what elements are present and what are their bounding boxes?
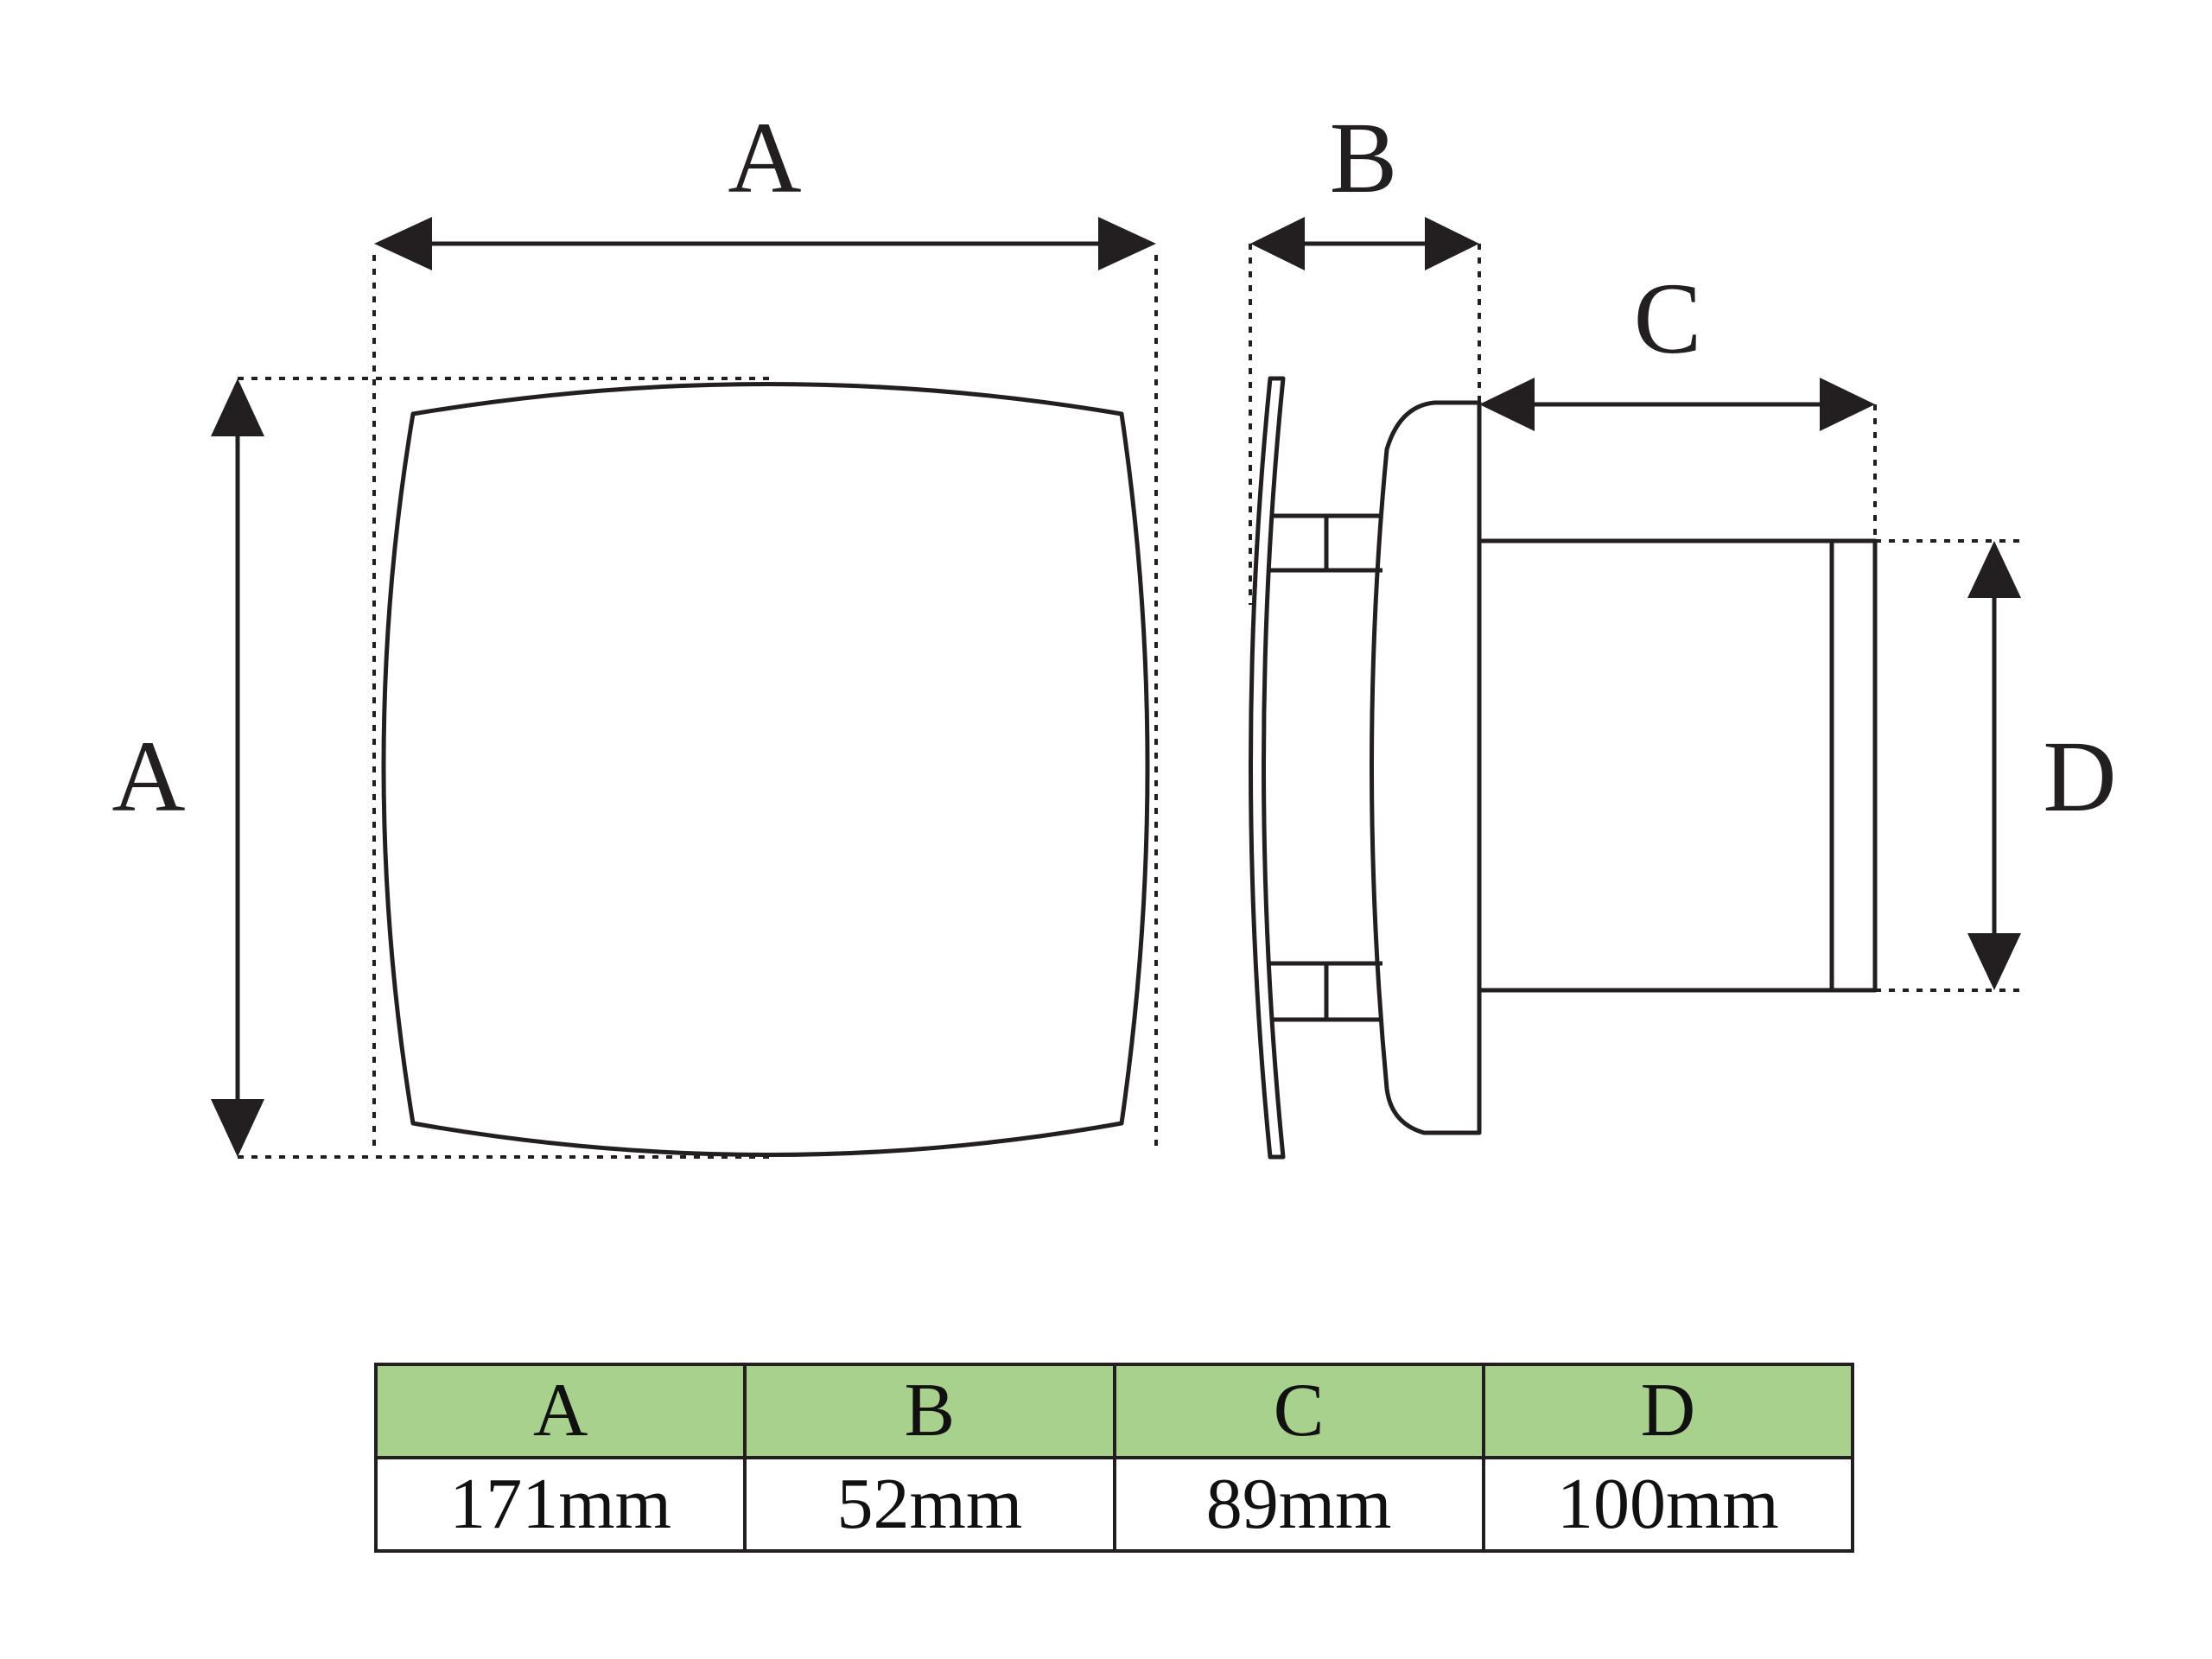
dim-a-horizontal-label: A: [728, 101, 801, 214]
value-cell-a: 171mm: [373, 1456, 747, 1553]
header-cell-c: C: [1112, 1363, 1485, 1459]
side-cover-plate: [1249, 376, 1286, 1160]
dim-a-vertical-label: A: [111, 720, 185, 833]
dim-d-label: D: [2043, 720, 2116, 833]
dim-c-arrow-left: [1479, 378, 1535, 431]
table-header-row: A B C D: [373, 1363, 1855, 1459]
spigot-flange: [1829, 538, 1878, 993]
value-cell-c: 89mm: [1112, 1456, 1485, 1553]
dim-b-label: B: [1330, 101, 1398, 214]
table-value-row: 171mm 52mm 89mm 100mm: [373, 1456, 1855, 1553]
dim-c-label: C: [1634, 262, 1702, 375]
dimension-table: A B C D 171mm 52mm 89mm 100mm: [373, 1363, 1855, 1553]
dim-d-arrow-top: [1967, 541, 2021, 598]
spigot-outline: [1479, 538, 1878, 993]
dim-a-horizontal-arrow-left: [374, 217, 432, 270]
header-cell-a: A: [373, 1363, 747, 1459]
front-cover-outline: [381, 382, 1150, 1157]
dim-c-arrow-right: [1820, 378, 1875, 431]
fan-body-outline: [1370, 400, 1482, 1135]
header-cell-b: B: [743, 1363, 1116, 1459]
standoff-top: [1268, 513, 1382, 573]
dim-a-horizontal-arrow-right: [1098, 217, 1156, 270]
dim-a-vertical-arrow-bottom: [211, 1099, 264, 1157]
standoff-bottom: [1268, 961, 1382, 1022]
value-cell-d: 100mm: [1481, 1456, 1855, 1553]
header-cell-d: D: [1481, 1363, 1855, 1459]
dim-a-vertical-arrow-top: [211, 378, 264, 436]
dim-b-arrow-left: [1250, 217, 1305, 270]
dim-b-arrow-right: [1425, 217, 1479, 270]
dim-d-arrow-bottom: [1967, 933, 2021, 990]
value-cell-b: 52mm: [743, 1456, 1116, 1553]
